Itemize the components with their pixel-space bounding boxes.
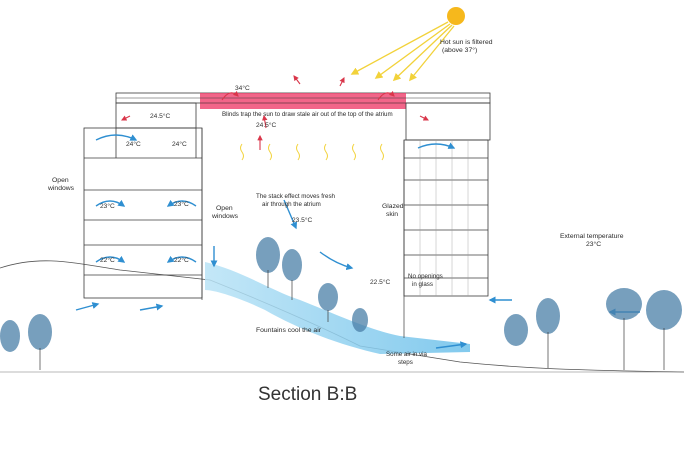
floor-temp-4-left: 22°C [100, 256, 115, 264]
open-windows-left-line-2: windows [47, 185, 75, 192]
stack-note-line-2: air through the atrium [262, 201, 321, 208]
atrium-edges [201, 128, 405, 338]
glazed-grid [419, 140, 469, 296]
cool-air-arrows [75, 134, 640, 349]
roof-temp: 34°C [235, 84, 250, 92]
mid-atrium-temp: 23.5°C [292, 216, 312, 224]
sun-icon [447, 7, 465, 25]
external-temp-line-1: External temperature [560, 233, 624, 240]
glazed-skin-line-2: skin [386, 211, 398, 218]
ground-line [0, 260, 684, 373]
open-windows-left-line-1: Open [52, 177, 69, 184]
external-temp-line-2: 23°C [586, 240, 601, 248]
no-openings-line-1: No openings [408, 273, 443, 280]
sun-note-line-2: (above 37°) [442, 46, 477, 54]
stack-note-line-1: The stack effect moves fresh [256, 193, 336, 200]
left-building [83, 102, 203, 299]
floor-temp-3-left: 23°C [100, 202, 115, 210]
open-windows-inner-line-1: Open [216, 205, 233, 212]
floor-temp-top: 24.5°C [150, 112, 170, 120]
fountains-note: Fountains cool the air [256, 327, 322, 334]
open-windows-inner-line-2: windows [211, 213, 239, 220]
section-title: Section B:B [258, 384, 358, 405]
roof-heat-band [200, 93, 406, 109]
blinds-note: Blinds trap the sun to draw stale air ou… [222, 111, 393, 118]
floor-temp-3-right: 23°C [174, 200, 189, 208]
sun-rays [350, 21, 455, 82]
warm-air-arrows [121, 75, 429, 150]
steps-note-line-1: Some air in via [386, 351, 427, 358]
sun-note-line-1: Hot sun is filtered [440, 39, 493, 46]
roof-blinds [116, 97, 490, 104]
fountain-water [205, 262, 470, 354]
floor-temp-4-right: 22°C [174, 256, 189, 264]
lower-atrium-temp: 22.5°C [370, 278, 390, 286]
floor-temp-2-left: 24°C [126, 140, 141, 148]
floor-temp-2-right: 24°C [172, 140, 187, 148]
tree-trunks [39, 270, 665, 370]
glazed-skin-line-1: Glazed [382, 203, 404, 210]
trees [0, 237, 682, 352]
right-building [403, 102, 491, 297]
no-openings-line-2: in glass [412, 281, 433, 288]
rising-heat-waves [240, 143, 384, 161]
steps-note-line-2: steps [398, 359, 413, 366]
upper-atrium-temp: 24.5°C [256, 121, 276, 129]
